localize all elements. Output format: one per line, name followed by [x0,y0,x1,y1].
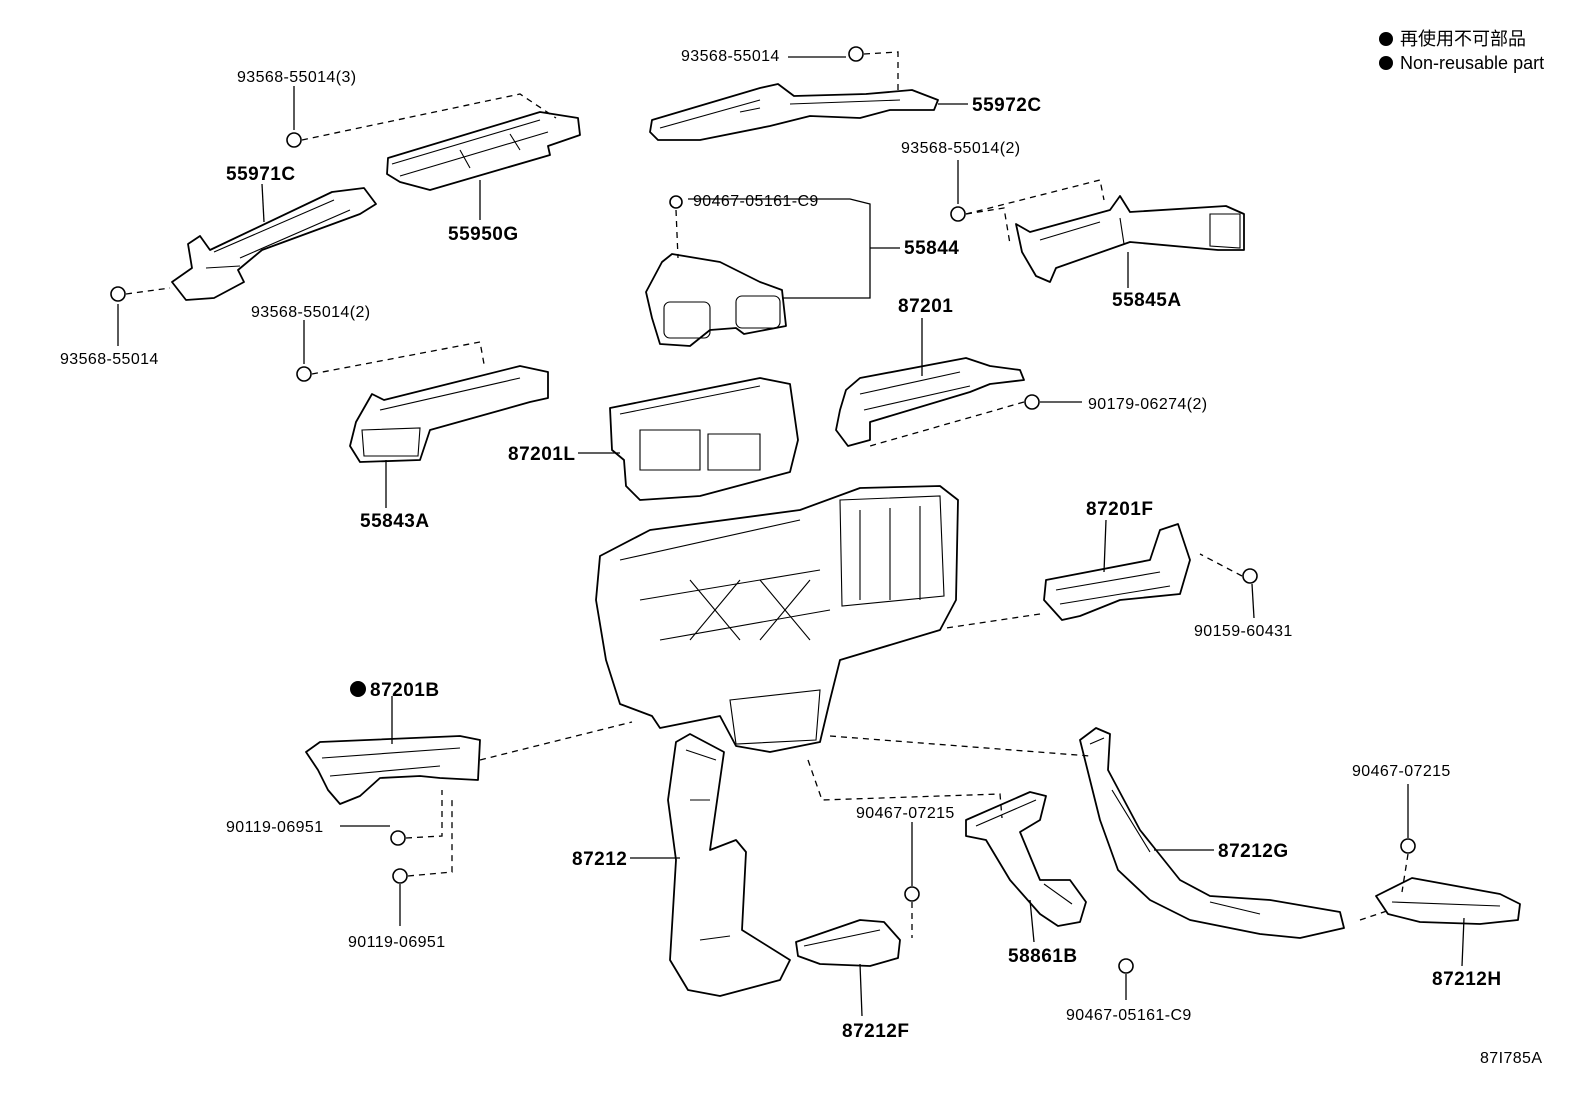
label-58861B: 58861B [1008,946,1078,967]
label-87212H: 87212H [1432,969,1502,990]
part-labels: 93568-55014(3) 55971C 55950G 93568-55014… [60,48,1502,1042]
assembly-lines [125,51,1409,938]
label-93568-55014-top: 93568-55014 [681,48,780,65]
label-90467-07215-mid: 90467-07215 [856,805,955,822]
duct-87201L [609,377,799,501]
label-87201L: 87201L [508,444,575,465]
label-93568-55014-left: 93568-55014 [60,351,159,368]
label-93568-55014-2a: 93568-55014(2) [901,140,1020,157]
label-87201F: 87201F [1086,499,1153,520]
clip-icon [296,366,312,382]
label-55971C: 55971C [226,164,296,185]
label-93568-55014-3: 93568-55014(3) [237,69,356,86]
label-87212F: 87212F [842,1021,909,1042]
label-90467-07215-right: 90467-07215 [1352,763,1451,780]
label-90159-60431: 90159-60431 [1194,623,1293,640]
duct-87212 [667,733,791,997]
label-90467-05161-C9-bottom: 90467-05161-C9 [1066,1007,1192,1024]
label-90179-06274-2: 90179-06274(2) [1088,396,1207,413]
legend: 再使用不可部品 Non-reusable part [1379,29,1544,73]
clip-icon [950,206,966,222]
duct-58861B [965,791,1087,927]
label-87212: 87212 [572,849,627,870]
push-rivet-icon [1118,958,1134,974]
diagram-code: 87I785A [1480,1050,1542,1067]
label-90467-05161-C9-top: 90467-05161-C9 [693,193,819,210]
label-87201: 87201 [898,296,953,317]
push-rivet-icon [669,195,683,209]
screw-icon [1242,568,1258,584]
duct-87212F [795,919,901,967]
label-90119-06951-a: 90119-06951 [226,819,324,836]
label-55845A: 55845A [1112,290,1182,311]
label-55844: 55844 [904,238,959,259]
duct-87212G [1079,727,1345,939]
duct-55971C [171,187,377,301]
nut-icon [1024,394,1040,410]
label-87201B: 87201B [370,680,440,701]
clip-icon [1400,838,1416,854]
duct-87201B [305,735,481,805]
fasteners [110,46,1416,974]
register-55844 [645,253,787,347]
clip-icon [286,132,302,148]
legend-en: Non-reusable part [1400,53,1544,73]
non-reusable-marker-icon [1379,32,1393,46]
legend-zh: 再使用不可部品 [1400,29,1526,49]
duct-55972C [649,83,939,141]
duct-87201F [1043,523,1191,621]
non-reusable-marker-icon [350,681,366,697]
bolt-icon [392,868,408,884]
duct-87201 [835,357,1025,447]
label-90119-06951-b: 90119-06951 [348,934,446,951]
label-55843A: 55843A [360,511,430,532]
hvac-unit [595,485,959,753]
clip-icon [110,286,126,302]
clip-icon [848,46,864,62]
duct-55845A [1015,195,1245,283]
duct-55843A [349,365,549,463]
duct-87212H [1375,877,1521,925]
leader-lines [117,56,1465,1017]
label-87212G: 87212G [1218,841,1289,862]
label-93568-55014-2b: 93568-55014(2) [251,304,370,321]
non-reusable-marker-icon [1379,56,1393,70]
label-55972C: 55972C [972,95,1042,116]
duct-55950G [386,111,581,191]
bolt-icon [390,830,406,846]
label-55950G: 55950G [448,224,519,245]
clip-icon [904,886,920,902]
